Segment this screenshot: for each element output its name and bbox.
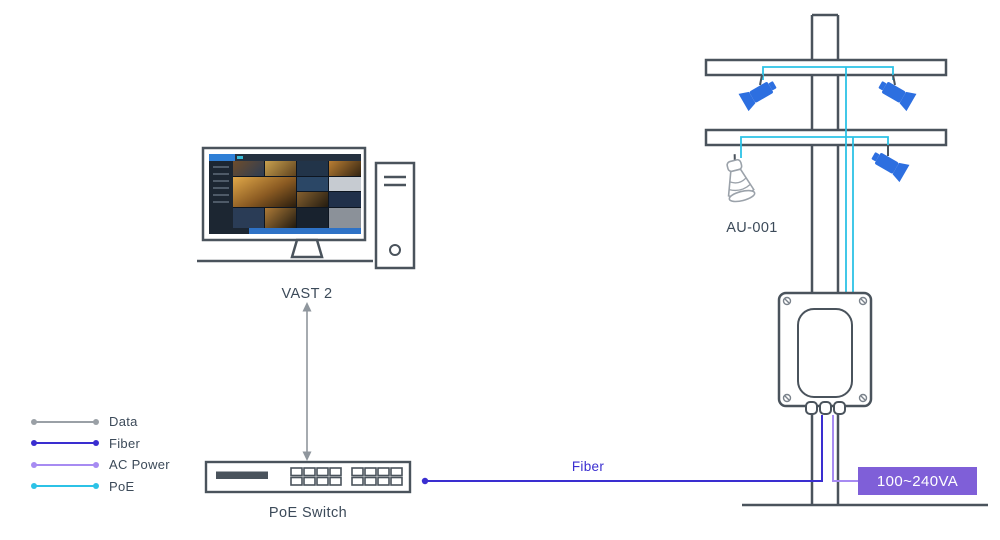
video-tile [297, 192, 328, 207]
legend-label: Fiber [109, 435, 141, 451]
monitor-stand [290, 238, 324, 259]
legend-label: PoE [109, 478, 135, 494]
data-line-swatch [31, 418, 99, 425]
vms-timeline-segment [209, 228, 249, 234]
video-tile [329, 177, 361, 191]
speaker-label: AU-001 [726, 220, 778, 236]
horn-speaker-icon [726, 154, 756, 203]
enclosure-box [777, 291, 873, 415]
cable-glands [805, 401, 846, 415]
video-tile [329, 192, 361, 207]
video-tile-large [233, 177, 296, 207]
legend-item-poe: PoE [30, 476, 170, 498]
enclosure-screws [782, 296, 868, 403]
legend-item-ac-power: AC Power [30, 454, 170, 476]
vms-timeline-bar [209, 228, 361, 234]
video-tile [297, 208, 328, 228]
vms-sidebar [209, 161, 233, 228]
video-tile [297, 161, 328, 176]
power-rating-badge: 100~240VA [858, 467, 977, 495]
ac-power-line-swatch [31, 461, 99, 468]
legend: Data Fiber AC Power PoE [30, 411, 170, 497]
vms-toolbar-accent [237, 156, 243, 159]
poe-cables [740, 66, 894, 300]
data-arrow [302, 302, 312, 461]
video-tile [297, 177, 328, 191]
poe-line-swatch [31, 483, 99, 490]
legend-item-fiber: Fiber [30, 433, 170, 455]
switch-ports [290, 467, 403, 486]
video-tile [265, 161, 296, 176]
camera-mounts [759, 74, 896, 156]
workstation-label: VAST 2 [281, 286, 333, 302]
utility-pole [810, 13, 840, 505]
video-tile [265, 208, 296, 228]
vms-topbar [209, 154, 361, 161]
legend-label: Data [109, 414, 138, 430]
switch-label-strip [216, 471, 268, 479]
camera-icon-top-right [878, 81, 917, 112]
vms-video-grid [233, 161, 361, 228]
video-tile [233, 208, 264, 228]
poe-switch-label: PoE Switch [268, 505, 348, 521]
poe-switch-drawing [204, 460, 412, 494]
vms-logo-chip [209, 154, 235, 161]
camera-icon-mid-right [871, 152, 910, 183]
fiber-line-swatch [31, 440, 99, 447]
ac-power-line [832, 415, 858, 482]
video-tile [329, 161, 361, 176]
video-tile [233, 161, 264, 176]
camera-icon-top-left [738, 81, 777, 112]
tower-power-button [389, 244, 401, 256]
vms-screenshot [209, 154, 361, 234]
fiber-connection-label: Fiber [571, 459, 605, 474]
legend-label: AC Power [109, 457, 170, 473]
fiber-line [421, 415, 823, 485]
legend-item-data: Data [30, 411, 170, 433]
video-tile [329, 208, 361, 228]
